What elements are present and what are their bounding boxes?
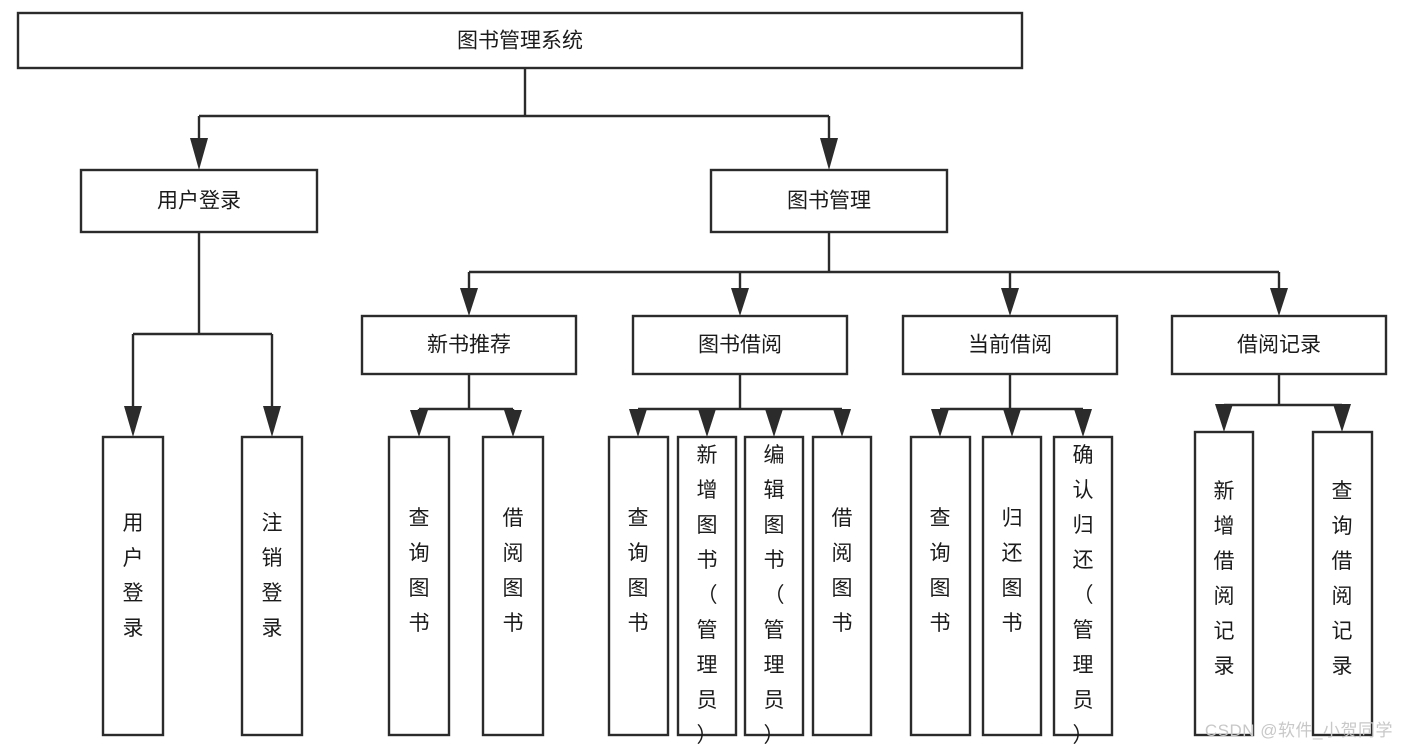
leaf-nb-query-book-box[interactable]	[387, 435, 451, 737]
leaf-bk-query-book-box[interactable]	[607, 435, 670, 737]
arrowhead-new-book	[460, 288, 478, 316]
leaf-nb-query-book[interactable]: 查询图书	[387, 435, 451, 737]
leaf-bk-add-book-label: 新增图书（管理员）	[697, 444, 718, 747]
arrowhead-user-login	[190, 138, 208, 170]
leaf-user-login[interactable]: 用户登录	[101, 435, 165, 737]
leaf-cur-confirm-return[interactable]: 确认归还（管理员）	[1052, 435, 1114, 747]
arrowhead-borrow	[731, 288, 749, 316]
leaf-bk-add-book-box[interactable]	[676, 435, 738, 737]
csdn-watermark: CSDN @软件_小贺同学	[1204, 721, 1393, 740]
arrowhead-leaf-nb-query	[410, 410, 428, 437]
node-book-borrow-label: 图书借阅	[698, 334, 782, 357]
leaf-cur-query-book-label: 查询图书	[930, 507, 951, 635]
leaf-user-login-box[interactable]	[101, 435, 165, 737]
arrowhead-leaf-cur-query	[931, 409, 949, 437]
arrowhead-leaf-user-logout	[263, 406, 281, 437]
arrowhead-leaf-rec-query	[1333, 404, 1351, 432]
arrowhead-record	[1270, 288, 1288, 316]
leaf-nb-borrow-book-box[interactable]	[481, 435, 545, 737]
node-book-borrow[interactable]: 图书借阅	[631, 314, 849, 376]
node-current-borrow-label: 当前借阅	[968, 334, 1052, 357]
arrowhead-leaf-rec-add	[1215, 404, 1233, 432]
leaf-bk-edit-book[interactable]: 编辑图书（管理员）	[743, 435, 805, 747]
node-new-book-recommend-box[interactable]	[360, 314, 578, 376]
arrowhead-leaf-nb-borrow	[504, 410, 522, 437]
node-user-login[interactable]: 用户登录	[79, 168, 319, 234]
leaf-cur-query-book-box[interactable]	[909, 435, 972, 737]
leaf-nb-query-book-label: 查询图书	[409, 507, 430, 635]
leaf-cur-confirm-return-label: 确认归还（管理员）	[1073, 444, 1094, 747]
connector-layer	[124, 68, 1351, 437]
node-root[interactable]: 图书管理系统	[16, 11, 1024, 70]
node-borrow-record-label: 借阅记录	[1237, 334, 1321, 357]
leaf-cur-return-book[interactable]: 归还图书	[981, 435, 1043, 737]
node-root-label: 图书管理系统	[457, 30, 583, 53]
arrowhead-leaf-bk-borrow	[833, 409, 851, 437]
arrowhead-leaf-cur-confirm	[1074, 409, 1092, 437]
leaf-bk-edit-book-label: 编辑图书（管理员）	[764, 444, 785, 747]
arrowhead-leaf-bk-query	[629, 409, 647, 437]
leaf-rec-add-record-label: 新增借阅记录	[1214, 480, 1235, 678]
node-new-book-recommend[interactable]: 新书推荐	[360, 314, 578, 376]
leaf-bk-borrow-book-box[interactable]	[811, 435, 873, 737]
leaf-bk-add-book[interactable]: 新增图书（管理员）	[676, 435, 738, 747]
node-book-borrow-box[interactable]	[631, 314, 849, 376]
leaf-bk-query-book[interactable]: 查询图书	[607, 435, 670, 737]
leaf-user-logout-box[interactable]	[240, 435, 304, 737]
node-current-borrow-box[interactable]	[901, 314, 1119, 376]
leaf-rec-query-record-box[interactable]	[1311, 430, 1374, 737]
node-user-login-label: 用户登录	[157, 190, 241, 213]
node-book-management-label: 图书管理	[787, 190, 871, 213]
node-book-management[interactable]: 图书管理	[709, 168, 949, 234]
leaf-bk-borrow-book[interactable]: 借阅图书	[811, 435, 873, 737]
leaf-rec-query-record[interactable]: 查询借阅记录	[1311, 430, 1374, 737]
leaf-cur-confirm-return-box[interactable]	[1052, 435, 1114, 737]
leaf-cur-query-book[interactable]: 查询图书	[909, 435, 972, 737]
leaf-cur-return-book-label: 归还图书	[1002, 507, 1023, 635]
node-user-login-box[interactable]	[79, 168, 319, 234]
leaf-rec-add-record-box[interactable]	[1193, 430, 1255, 737]
node-borrow-record[interactable]: 借阅记录	[1170, 314, 1388, 376]
leaf-nb-borrow-book-label: 借阅图书	[503, 507, 524, 635]
arrowhead-leaf-user-login	[124, 406, 142, 437]
arrowhead-current	[1001, 288, 1019, 316]
leaf-user-logout-label: 注销登录	[262, 512, 283, 640]
arrowhead-leaf-cur-return	[1003, 409, 1021, 437]
leaf-cur-return-book-box[interactable]	[981, 435, 1043, 737]
node-root-box[interactable]	[16, 11, 1024, 70]
leaf-user-logout[interactable]: 注销登录	[240, 435, 304, 737]
leaf-user-login-label: 用户登录	[123, 512, 144, 640]
arrowhead-book-mgmt	[820, 138, 838, 170]
leaf-rec-query-record-label: 查询借阅记录	[1332, 480, 1353, 678]
arrowhead-leaf-bk-add	[698, 409, 716, 437]
node-borrow-record-box[interactable]	[1170, 314, 1388, 376]
node-new-book-recommend-label: 新书推荐	[427, 334, 511, 357]
leaf-nb-borrow-book[interactable]: 借阅图书	[481, 435, 545, 737]
node-current-borrow[interactable]: 当前借阅	[901, 314, 1119, 376]
arrowhead-leaf-bk-edit	[765, 409, 783, 437]
leaf-bk-edit-book-box[interactable]	[743, 435, 805, 737]
leaf-bk-borrow-book-label: 借阅图书	[832, 507, 853, 635]
node-book-management-box[interactable]	[709, 168, 949, 234]
leaf-rec-add-record[interactable]: 新增借阅记录	[1193, 430, 1255, 737]
leaf-bk-query-book-label: 查询图书	[628, 507, 649, 635]
